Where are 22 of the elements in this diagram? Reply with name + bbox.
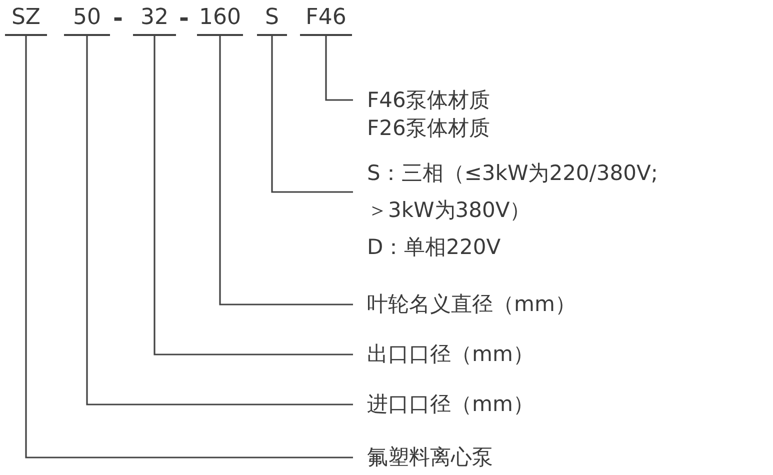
description-text: 氟塑料离心泵 bbox=[367, 444, 494, 471]
separator-dash: - bbox=[179, 4, 189, 32]
leader-line bbox=[86, 36, 354, 406]
code-segment: 50 bbox=[64, 4, 110, 36]
description-text: F46泵体材质 bbox=[367, 87, 491, 114]
leader-line bbox=[25, 36, 354, 458]
separator-dash: - bbox=[113, 4, 123, 32]
leader-line bbox=[154, 36, 354, 356]
description-text: 进口口径（mm） bbox=[367, 391, 535, 418]
leader-line bbox=[219, 36, 354, 306]
leader-line bbox=[271, 36, 354, 193]
description-text: 出口口径（mm） bbox=[367, 341, 535, 368]
code-segment: S bbox=[257, 4, 287, 36]
description-text: 叶轮名义直径（mm） bbox=[367, 291, 577, 318]
description-text: F26泵体材质 bbox=[367, 115, 491, 142]
description-text: D：单相220V bbox=[367, 234, 502, 261]
code-segment: 160 bbox=[197, 4, 243, 36]
leader-line bbox=[325, 36, 354, 101]
code-segment: F46 bbox=[300, 4, 352, 36]
code-segment: SZ bbox=[5, 4, 47, 36]
description-text: S：三相（≤3kW为220/380V; ＞3kW为380V） bbox=[367, 160, 659, 224]
code-segment: 32 bbox=[133, 4, 176, 36]
